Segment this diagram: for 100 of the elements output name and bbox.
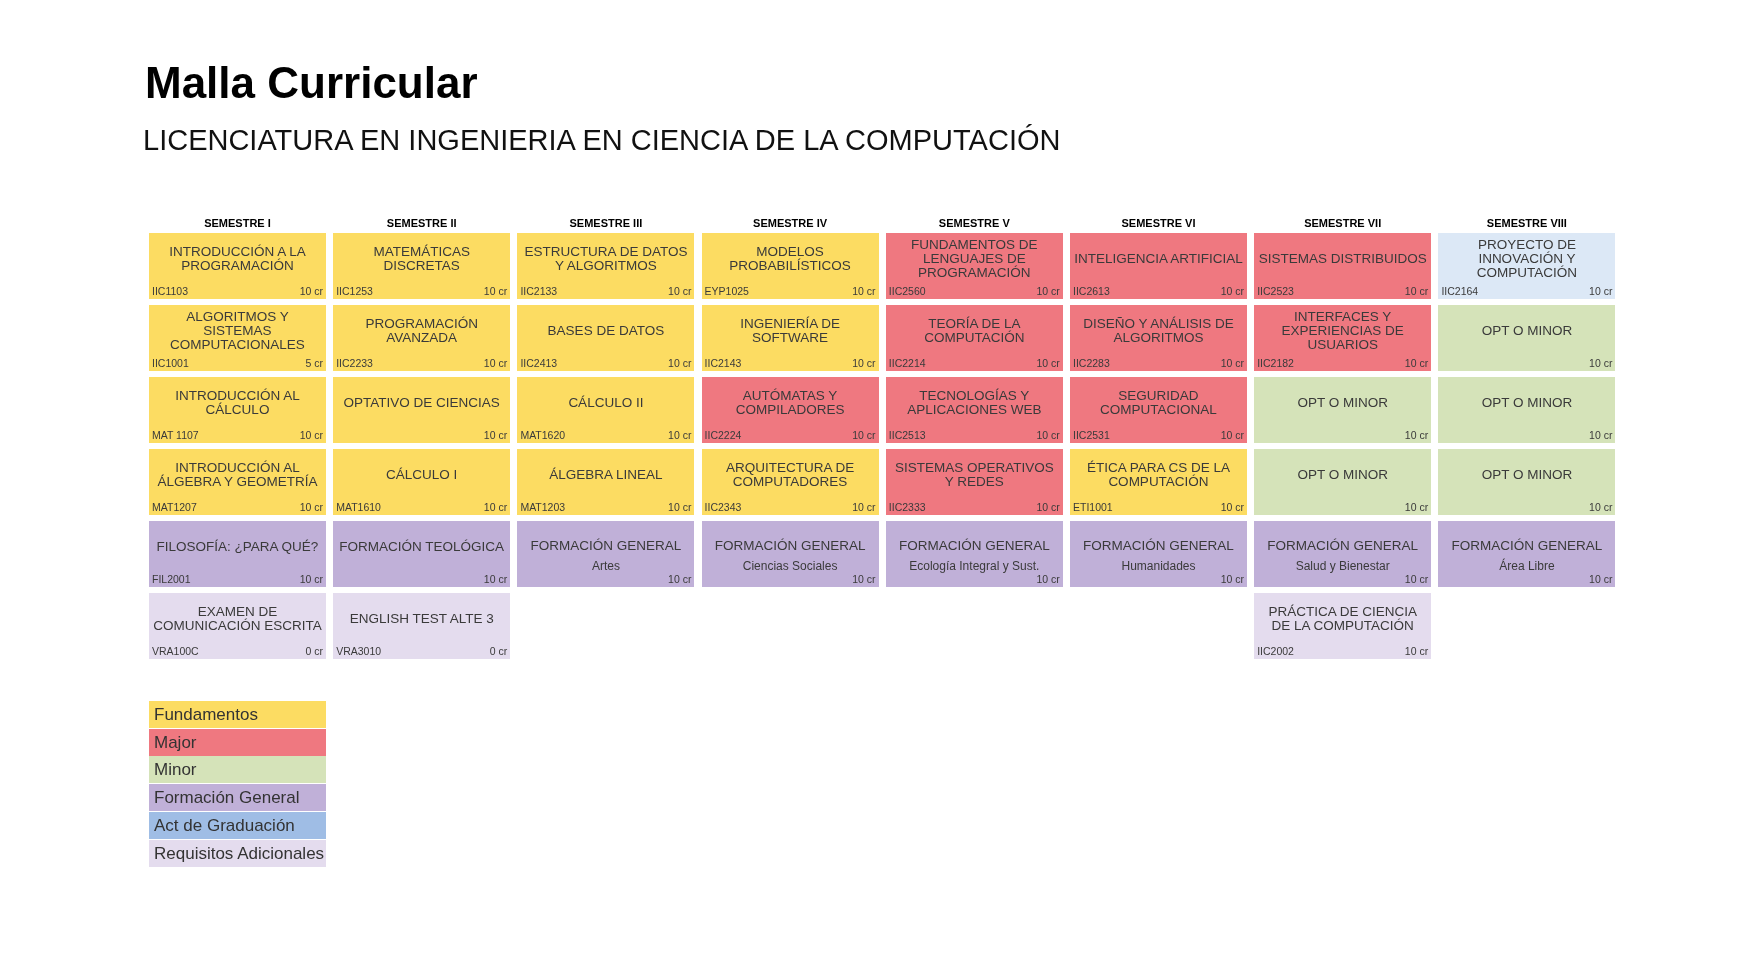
credit-value: 10 cr	[1589, 429, 1613, 441]
course-code: MAT1610	[336, 501, 381, 513]
page-title: Malla Curricular	[145, 58, 478, 108]
course-title: PROGRAMACIÓN AVANZADA	[364, 317, 479, 346]
course-area: Artes	[521, 559, 691, 573]
credit-value: 10 cr	[852, 357, 876, 369]
course-title: CÁLCULO II	[567, 396, 645, 411]
course-code: MAT1203	[520, 501, 566, 513]
semester-header: SEMESTRE I	[203, 217, 272, 229]
course-code: VRA100C	[152, 645, 199, 657]
course-card	[885, 305, 1063, 371]
course-title: INTERFACES Y EXPERIENCIAS DE USUARIOS	[1280, 309, 1405, 352]
course-code: IIC2224	[704, 429, 742, 441]
course-code: IIC2531	[1073, 429, 1110, 441]
course-code: IIC2182	[1257, 357, 1294, 369]
course-title: OPTATIVO DE CIENCIAS	[342, 396, 501, 411]
course-card	[1438, 377, 1616, 443]
semester-header: SEMESTRE IV	[752, 217, 829, 229]
course-title: ENGLISH TEST ALTE 3	[348, 612, 495, 627]
course-card	[149, 233, 326, 299]
credit-value: 10 cr	[1404, 429, 1429, 441]
course-title: FORMACIÓN TEOLÓGICA	[338, 540, 506, 555]
course-card	[1070, 449, 1247, 515]
course-card	[1070, 305, 1247, 371]
course-card	[333, 233, 511, 299]
course-card	[1070, 233, 1247, 299]
course-title: INTRODUCCIÓN AL CÁLCULO	[174, 389, 301, 418]
credit-value: 10 cr	[483, 285, 508, 297]
credit-value: 10 cr	[1036, 357, 1060, 369]
semester-header: SEMESTRE VIII	[1485, 217, 1568, 229]
course-title: FUNDAMENTOS DE LENGUAJES DE PROGRAMACIÓN	[910, 237, 1039, 280]
course-area: Ecología Integral y Sust.	[889, 559, 1059, 573]
course-title: FORMACIÓN GENERAL	[1450, 539, 1604, 554]
course-title: ÉTICA PARA CS DE LA COMPUTACIÓN	[1085, 461, 1232, 490]
course-code: MAT1620	[520, 429, 566, 441]
course-card	[149, 377, 326, 443]
credit-value: 10 cr	[668, 573, 692, 585]
course-card	[1254, 377, 1432, 443]
course-code: IIC1001	[152, 357, 189, 369]
semester-header: SEMESTRE II	[385, 217, 458, 229]
course-title: INGENIERÍA DE SOFTWARE	[739, 317, 841, 346]
course-card	[1438, 233, 1616, 299]
semester-header: SEMESTRE III	[568, 217, 644, 229]
course-card	[885, 377, 1063, 443]
course-card	[885, 449, 1063, 515]
credit-value: 10 cr	[1404, 285, 1429, 297]
course-code: IIC2413	[520, 357, 558, 369]
credit-value: 10 cr	[1220, 285, 1244, 297]
course-title: OPT O MINOR	[1296, 468, 1389, 483]
course-area: Salud y Bienestar	[1258, 559, 1428, 573]
legend-item: Major	[149, 728, 326, 756]
course-card	[885, 233, 1063, 299]
credit-value: 10 cr	[483, 501, 508, 513]
course-card	[701, 377, 879, 443]
course-code: IIC2143	[704, 357, 742, 369]
course-title: PROYECTO DE INNOVACIÓN Y COMPUTACIÓN	[1475, 237, 1578, 280]
credit-value: 10 cr	[1036, 501, 1060, 513]
legend-item: Formación General	[149, 784, 326, 812]
legend-item: Requisitos Adicionales	[149, 839, 326, 867]
course-card	[1438, 449, 1616, 515]
credit-value: 10 cr	[852, 429, 876, 441]
legend-item: Act de Graduación	[149, 811, 326, 839]
course-card	[333, 521, 511, 587]
course-card	[701, 233, 879, 299]
course-area: Área Libre	[1442, 559, 1612, 573]
semester-header: SEMESTRE VII	[1303, 217, 1383, 229]
course-area: Humanidades	[1074, 559, 1243, 573]
course-code: FIL2001	[152, 573, 191, 585]
course-card	[701, 521, 879, 587]
course-title: DISEÑO Y ANÁLISIS DE ALGORITMOS	[1082, 317, 1235, 346]
course-title: ALGORITMOS Y SISTEMAS COMPUTACIONALES	[169, 309, 306, 352]
course-card	[1070, 521, 1247, 587]
course-code: IIC1253	[336, 285, 373, 297]
course-card	[517, 521, 695, 587]
course-title: SISTEMAS OPERATIVOS Y REDES	[893, 461, 1055, 490]
course-card	[333, 449, 511, 515]
course-card	[333, 377, 511, 443]
course-title: CÁLCULO I	[385, 468, 459, 483]
credit-value: 10 cr	[668, 429, 692, 441]
credit-value: 10 cr	[1220, 501, 1244, 513]
course-title: PRÁCTICA DE CIENCIA DE LA COMPUTACIÓN	[1267, 605, 1418, 634]
course-card	[517, 449, 695, 515]
course-card	[517, 377, 695, 443]
course-card	[885, 521, 1063, 587]
credit-value: 10 cr	[299, 285, 323, 297]
course-code: IIC2613	[1073, 285, 1110, 297]
legend-item: Fundamentos	[149, 701, 326, 728]
subtitle: LICENCIATURA EN INGENIERIA EN CIENCIA DE LA COMPUTACIÓN	[143, 124, 1061, 157]
course-title: FORMACIÓN GENERAL	[1266, 539, 1420, 554]
course-code: VRA3010	[336, 645, 382, 657]
course-code: IIC2133	[520, 285, 558, 297]
course-card	[149, 521, 326, 587]
credit-value: 0 cr	[305, 645, 323, 657]
course-title: MATEMÁTICAS DISCRETAS	[372, 245, 471, 274]
course-code: IIC2002	[1257, 645, 1294, 657]
course-card	[701, 449, 879, 515]
course-card	[149, 593, 326, 659]
course-card	[1438, 521, 1616, 587]
course-title: TEORÍA DE LA COMPUTACIÓN	[923, 317, 1026, 346]
credit-value: 10 cr	[852, 501, 876, 513]
